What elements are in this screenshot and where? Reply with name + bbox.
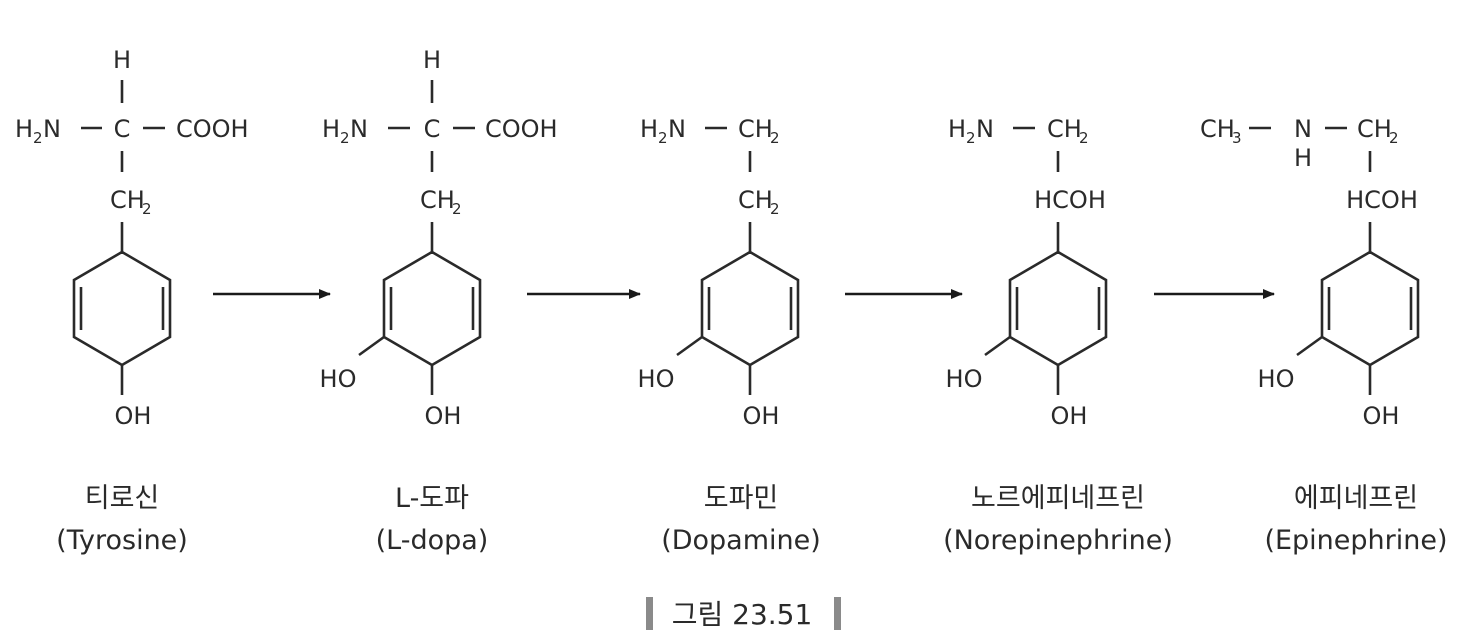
top-hydrogen-label: H [423,46,441,74]
amine-group-label: H 2 N [322,115,368,147]
svg-text:H: H [640,115,658,143]
compound-name-english: (Dopamine) [661,525,821,556]
bond-ring-meta-oh [676,335,703,357]
svg-text:2: 2 [658,129,668,147]
caption-right-bar [834,597,841,630]
compound-name-korean: L-도파 [395,483,469,514]
carboxyl-label: COOH [485,115,558,143]
hydroxymethine-label: HCOH [1034,186,1106,214]
svg-text:CH: CH [738,115,773,143]
meta-hydroxyl-label: HO [1258,365,1295,393]
svg-text:H: H [15,115,33,143]
svg-text:2: 2 [1079,129,1089,147]
svg-text:CH: CH [420,186,455,214]
svg-text:2: 2 [142,200,152,218]
svg-text:2: 2 [452,200,462,218]
compound-l-dopa: H H 2 N C COOH CH 2 HO OH L-도파 (L-dopa) [320,46,558,556]
top-methylene-label: CH 2 [1047,115,1089,147]
svg-text:2: 2 [33,129,43,147]
svg-text:CH: CH [1357,115,1392,143]
methyl-group-label: CH 3 [1200,115,1242,147]
alpha-carbon-label: C [114,115,131,143]
amine-nitrogen-label: N [1294,115,1312,143]
methylene-label: CH 2 [420,186,462,218]
figure-caption: 그림 23.51 [646,597,841,631]
para-hydroxyl-label: OH [1051,402,1088,430]
compound-name-english: (Tyrosine) [56,525,188,556]
svg-text:H: H [322,115,340,143]
svg-text:2: 2 [966,129,976,147]
caption-text: 그림 23.51 [672,598,813,631]
svg-text:CH: CH [1047,115,1082,143]
svg-text:N: N [668,115,686,143]
compound-name-korean: 노르에피네프린 [971,483,1145,514]
meta-hydroxyl-label: HO [320,365,357,393]
benzene-ring [700,250,800,367]
svg-text:CH: CH [110,186,145,214]
svg-text:CH: CH [738,186,773,214]
svg-text:N: N [43,115,61,143]
svg-text:3: 3 [1232,129,1242,147]
compound-name-korean: 티로신 [85,483,160,514]
top-hydrogen-label: H [113,46,131,74]
svg-text:2: 2 [770,200,780,218]
meta-hydroxyl-label: HO [638,365,675,393]
compound-name-korean: 도파민 [704,483,779,514]
compound-tyrosine: H H 2 N C COOH CH 2 OH 티로신 (Tyrosine) [15,46,249,556]
alpha-carbon-label: C [424,115,441,143]
caption-left-bar [646,597,653,630]
amine-group-label: H 2 N [640,115,686,147]
compound-name-english: (Epinephrine) [1264,525,1447,556]
compound-name-korean: 에피네프린 [1294,483,1418,514]
compound-dopamine: H 2 N CH 2 CH 2 HO OH 도파민 (Dopamine) [638,115,821,556]
benzene-ring [72,250,172,367]
compound-epinephrine: CH 3 N H CH 2 HCOH HO OH 에피네프린 (Epinephr… [1200,115,1448,556]
hydroxymethine-label: HCOH [1346,186,1418,214]
svg-text:H: H [948,115,966,143]
compound-name-english: (L-dopa) [376,525,489,556]
svg-text:N: N [350,115,368,143]
methylene-label: CH 2 [110,186,152,218]
compound-norepinephrine: H 2 N CH 2 HCOH HO OH 노르에피네프린 (Norepinep… [943,115,1173,556]
top-methylene-label: CH 2 [1357,115,1399,147]
svg-text:2: 2 [340,129,350,147]
para-hydroxyl-label: OH [743,402,780,430]
bond-ring-meta-oh [984,335,1011,357]
benzene-ring [382,250,482,367]
meta-hydroxyl-label: HO [946,365,983,393]
methylene-label: CH 2 [738,186,780,218]
compound-name-english: (Norepinephrine) [943,525,1173,556]
benzene-ring [1008,250,1108,367]
svg-text:N: N [976,115,994,143]
para-hydroxyl-label: OH [115,402,152,430]
svg-text:CH: CH [1200,115,1235,143]
svg-text:2: 2 [770,129,780,147]
amine-hydrogen-label: H [1294,144,1312,172]
top-methylene-label: CH 2 [738,115,780,147]
svg-text:2: 2 [1389,129,1399,147]
carboxyl-label: COOH [176,115,249,143]
amine-group-label: H 2 N [948,115,994,147]
para-hydroxyl-label: OH [1363,402,1400,430]
amine-group-label: H 2 N [15,115,61,147]
bond-ring-meta-oh [1296,335,1323,357]
bond-ring-meta-oh [358,335,385,357]
benzene-ring [1320,250,1420,367]
para-hydroxyl-label: OH [425,402,462,430]
